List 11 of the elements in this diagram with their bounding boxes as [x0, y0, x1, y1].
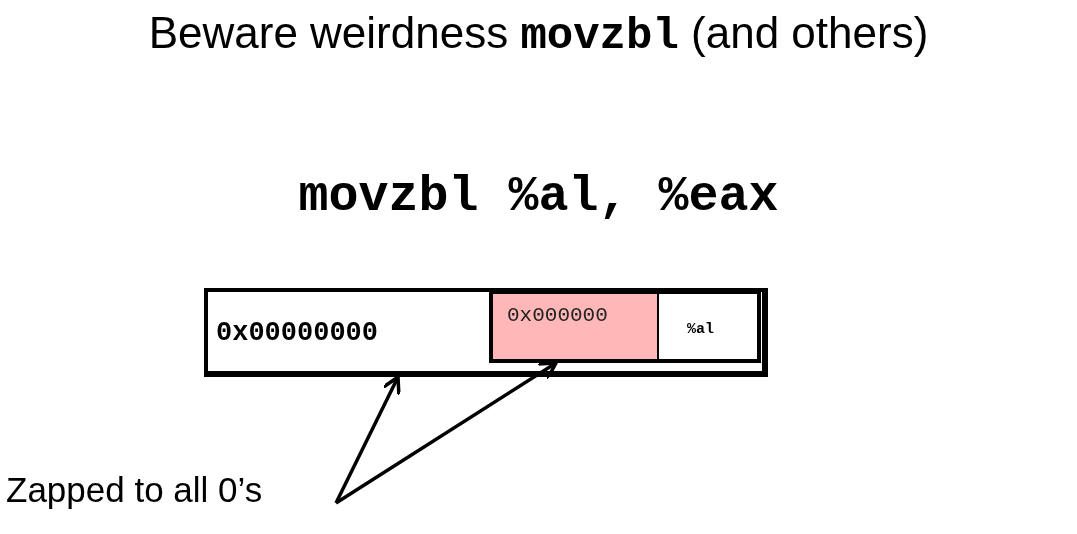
instruction-text: movzbl %al, %eax — [297, 168, 780, 225]
arrow — [335, 361, 558, 505]
slide-title: Beware weirdness movzbl (and others) — [147, 8, 930, 61]
annotation-text: Zapped to all 0’s — [6, 470, 263, 510]
register-value: 0x00000000 — [216, 318, 379, 348]
register-box — [204, 288, 768, 377]
register-name: %al — [687, 321, 714, 338]
register-segment — [657, 290, 761, 363]
segment-value: 0x000000 — [507, 304, 608, 327]
arrow — [334, 375, 401, 504]
byte-segment — [489, 290, 659, 363]
